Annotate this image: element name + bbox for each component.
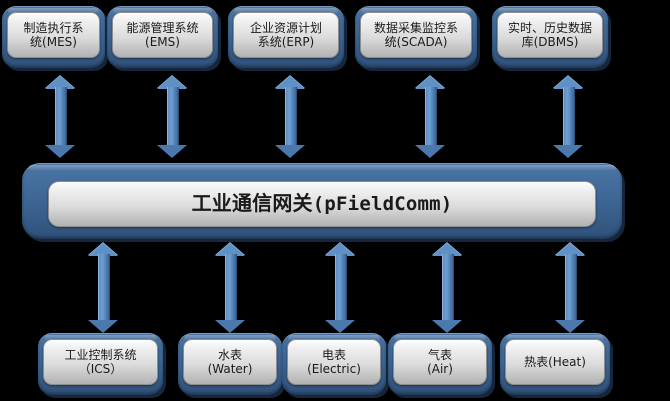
node-label-line1: 水表 [217, 347, 242, 362]
node-label-line1: 工业控制系统 [64, 347, 137, 362]
ems-gateway-arrow [157, 76, 187, 158]
node-dbms[interactable]: 实时、历史数据 库(DBMS) [492, 6, 608, 68]
arrow-head-up-icon [157, 76, 187, 89]
node-industrial-communication-gateway[interactable]: 工业通信网关(pFieldComm) [22, 163, 622, 239]
node-label-line1: 数据采集监控系 [373, 20, 458, 35]
arrow-shaft [335, 254, 347, 322]
node-label-line2: （ICS） [78, 362, 123, 376]
gateway-label-en: (pFieldComm) [312, 193, 453, 216]
node-label-line1: 电表 [321, 347, 346, 362]
node-face: 电表 (Electric) [287, 339, 381, 385]
arrow-head-down-icon [215, 320, 245, 333]
node-electric-meter[interactable]: 电表 (Electric) [282, 333, 386, 395]
arrow-head-up-icon [555, 243, 585, 256]
arrow-shaft [98, 254, 110, 322]
arrow-head-up-icon [88, 243, 118, 256]
arrow-head-up-icon [275, 76, 305, 89]
node-label-line2: (Air) [427, 362, 453, 376]
node-label-line1: 制造执行系 [23, 20, 84, 35]
gateway-water-arrow [215, 243, 245, 333]
arrow-head-up-icon [215, 243, 245, 256]
gateway-heat-arrow [555, 243, 585, 333]
node-face: 水表 (Water) [183, 339, 277, 385]
node-ics[interactable]: 工业控制系统 （ICS） [38, 333, 163, 395]
gateway-ics-arrow [88, 243, 118, 333]
arrow-head-down-icon [415, 145, 445, 158]
arrow-shaft [225, 254, 237, 322]
erp-gateway-arrow [275, 76, 305, 158]
arrow-shaft [425, 87, 437, 147]
arrow-head-up-icon [45, 76, 75, 89]
node-label-line2: (Electric) [307, 362, 361, 376]
arrow-head-up-icon [325, 243, 355, 256]
arrow-head-up-icon [553, 76, 583, 89]
arrow-head-down-icon [555, 320, 585, 333]
arrow-shaft [565, 254, 577, 322]
gateway-electric-arrow [325, 243, 355, 333]
node-water-meter[interactable]: 水表 (Water) [178, 333, 282, 395]
node-air-meter[interactable]: 气表 (Air) [388, 333, 492, 395]
node-heat-meter[interactable]: 热表(Heat) [500, 333, 610, 395]
arrow-head-down-icon [275, 145, 305, 158]
node-label-line1: 企业资源计划 [249, 20, 322, 35]
node-ems[interactable]: 能源管理系统 (EMS) [107, 6, 218, 68]
scada-gateway-arrow [415, 76, 445, 158]
arrow-head-down-icon [325, 320, 355, 333]
arrow-shaft [563, 87, 575, 147]
node-face: 能源管理系统 (EMS) [112, 12, 213, 58]
node-label-line2: 统(SCADA) [384, 35, 448, 49]
node-face: 数据采集监控系 统(SCADA) [360, 12, 472, 58]
node-label-line2: (Water) [207, 362, 253, 376]
arrow-shaft [167, 87, 179, 147]
arrow-shaft [55, 87, 67, 147]
node-label-line1: 热表(Heat) [524, 354, 586, 369]
node-label-line2: 统(MES) [30, 35, 77, 49]
node-label-line1: 气表 [427, 347, 452, 362]
gateway-label-cn: 工业通信网关 [191, 191, 313, 216]
arrow-shaft [285, 87, 297, 147]
node-face: 制造执行系 统(MES) [7, 12, 100, 58]
mes-gateway-arrow [45, 76, 75, 158]
arrow-head-down-icon [45, 145, 75, 158]
arrow-head-up-icon [415, 76, 445, 89]
node-label-line2: 库(DBMS) [521, 35, 579, 49]
dbms-gateway-arrow [553, 76, 583, 158]
arrow-head-down-icon [157, 145, 187, 158]
gateway-air-arrow [432, 243, 462, 333]
node-face: 气表 (Air) [393, 339, 487, 385]
node-face: 热表(Heat) [505, 339, 605, 385]
node-face: 实时、历史数据 库(DBMS) [497, 12, 603, 58]
node-face: 工业通信网关(pFieldComm) [48, 181, 596, 227]
node-face: 工业控制系统 （ICS） [43, 339, 158, 385]
node-label-line1: 能源管理系统 [126, 20, 199, 35]
node-label-line1: 实时、历史数据 [507, 20, 592, 35]
node-label-line2: (EMS) [145, 35, 180, 49]
node-face: 企业资源计划 系统(ERP) [233, 12, 339, 58]
node-erp[interactable]: 企业资源计划 系统(ERP) [228, 6, 344, 68]
arrow-shaft [442, 254, 454, 322]
node-label-line2: 系统(ERP) [257, 35, 315, 49]
arrow-head-down-icon [432, 320, 462, 333]
arrow-head-down-icon [88, 320, 118, 333]
arrow-head-up-icon [432, 243, 462, 256]
node-mes[interactable]: 制造执行系 统(MES) [2, 6, 105, 68]
arrow-head-down-icon [553, 145, 583, 158]
node-scada[interactable]: 数据采集监控系 统(SCADA) [355, 6, 477, 68]
